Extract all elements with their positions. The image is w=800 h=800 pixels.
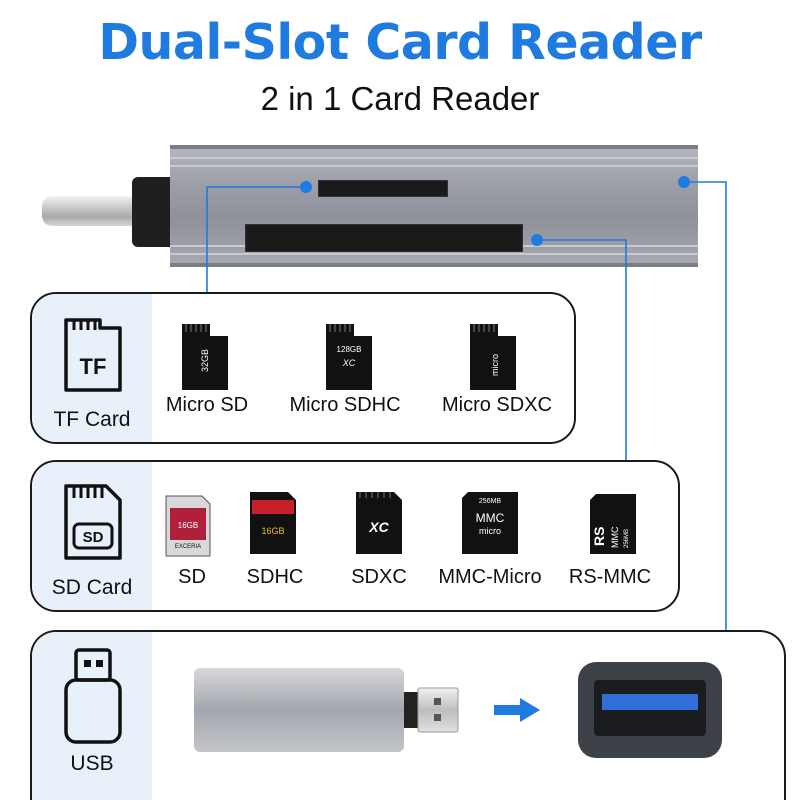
svg-text:MMC: MMC (610, 526, 620, 548)
tf-slot (318, 180, 448, 197)
tf-card-label: TF Card (53, 408, 131, 431)
svg-text:256MB: 256MB (624, 529, 630, 548)
usb-label: USB (70, 752, 114, 775)
svg-text:micro: micro (479, 526, 501, 536)
page-subtitle: 2 in 1 Card Reader (260, 80, 540, 117)
rs-mmc-card-image: RS MMC 256MB (590, 494, 636, 554)
sd-label: SD (178, 566, 206, 588)
sd-slot (245, 224, 523, 252)
tf-card-panel: TF TF Card 32GB 128GB XC micro Micro SD … (30, 292, 576, 444)
sdhc-label: SDHC (246, 566, 304, 588)
micro-sdhc-label: Micro SDHC (289, 394, 401, 416)
micro-sd-label: Micro SD (165, 394, 249, 416)
micro-sd-card-image: 32GB (182, 324, 228, 390)
tf-slot-marker (300, 181, 312, 193)
svg-text:MMC: MMC (476, 511, 505, 525)
svg-text:XC: XC (342, 358, 356, 368)
sd-card-image: 16GB EXCERIA (165, 495, 211, 557)
sd-card-label: SD Card (51, 576, 133, 599)
svg-text:micro: micro (490, 354, 500, 376)
mmc-micro-card-image: 256MB MMC micro (462, 492, 518, 554)
usb-stick-icon (194, 668, 459, 752)
svg-text:32GB: 32GB (200, 349, 210, 372)
usb-port-icon (578, 662, 722, 758)
usb-plug-icon (64, 648, 122, 744)
svg-text:16GB: 16GB (261, 526, 284, 536)
micro-sdxc-label: Micro SDXC (441, 394, 553, 416)
page-title: Dual-Slot Card Reader (98, 14, 702, 71)
usb-panel: USB (30, 630, 786, 800)
arrow-right-icon (494, 698, 540, 722)
svg-text:16GB: 16GB (178, 521, 198, 530)
svg-text:RS: RS (591, 527, 607, 546)
sdxc-label: SDXC (351, 566, 407, 588)
usb-a-plug (42, 196, 138, 226)
rs-mmc-label: RS-MMC (568, 566, 652, 588)
tf-card-icon: TF (64, 318, 122, 392)
sd-slot-marker (531, 234, 543, 246)
svg-text:XC: XC (368, 519, 389, 535)
sdhc-card-image: 16GB (250, 492, 296, 554)
usb-marker (678, 176, 690, 188)
svg-text:TF: TF (80, 354, 107, 379)
mmc-micro-label: MMC-Micro (438, 566, 542, 588)
reader-neck (132, 177, 172, 247)
sdxc-card-image: XC (356, 492, 402, 554)
svg-text:EXCERIA: EXCERIA (175, 544, 201, 550)
micro-sdhc-card-image: 128GB XC (326, 324, 372, 390)
micro-sdxc-card-image: micro (470, 324, 516, 390)
sd-card-icon: SD (64, 484, 122, 560)
svg-text:128GB: 128GB (337, 345, 362, 354)
svg-text:256MB: 256MB (479, 498, 502, 505)
sd-card-panel: SD SD Card 16GB EXCERIA 16GB XC 256MB MM… (30, 460, 680, 612)
svg-text:SD: SD (83, 529, 104, 546)
card-reader-body (170, 145, 698, 267)
